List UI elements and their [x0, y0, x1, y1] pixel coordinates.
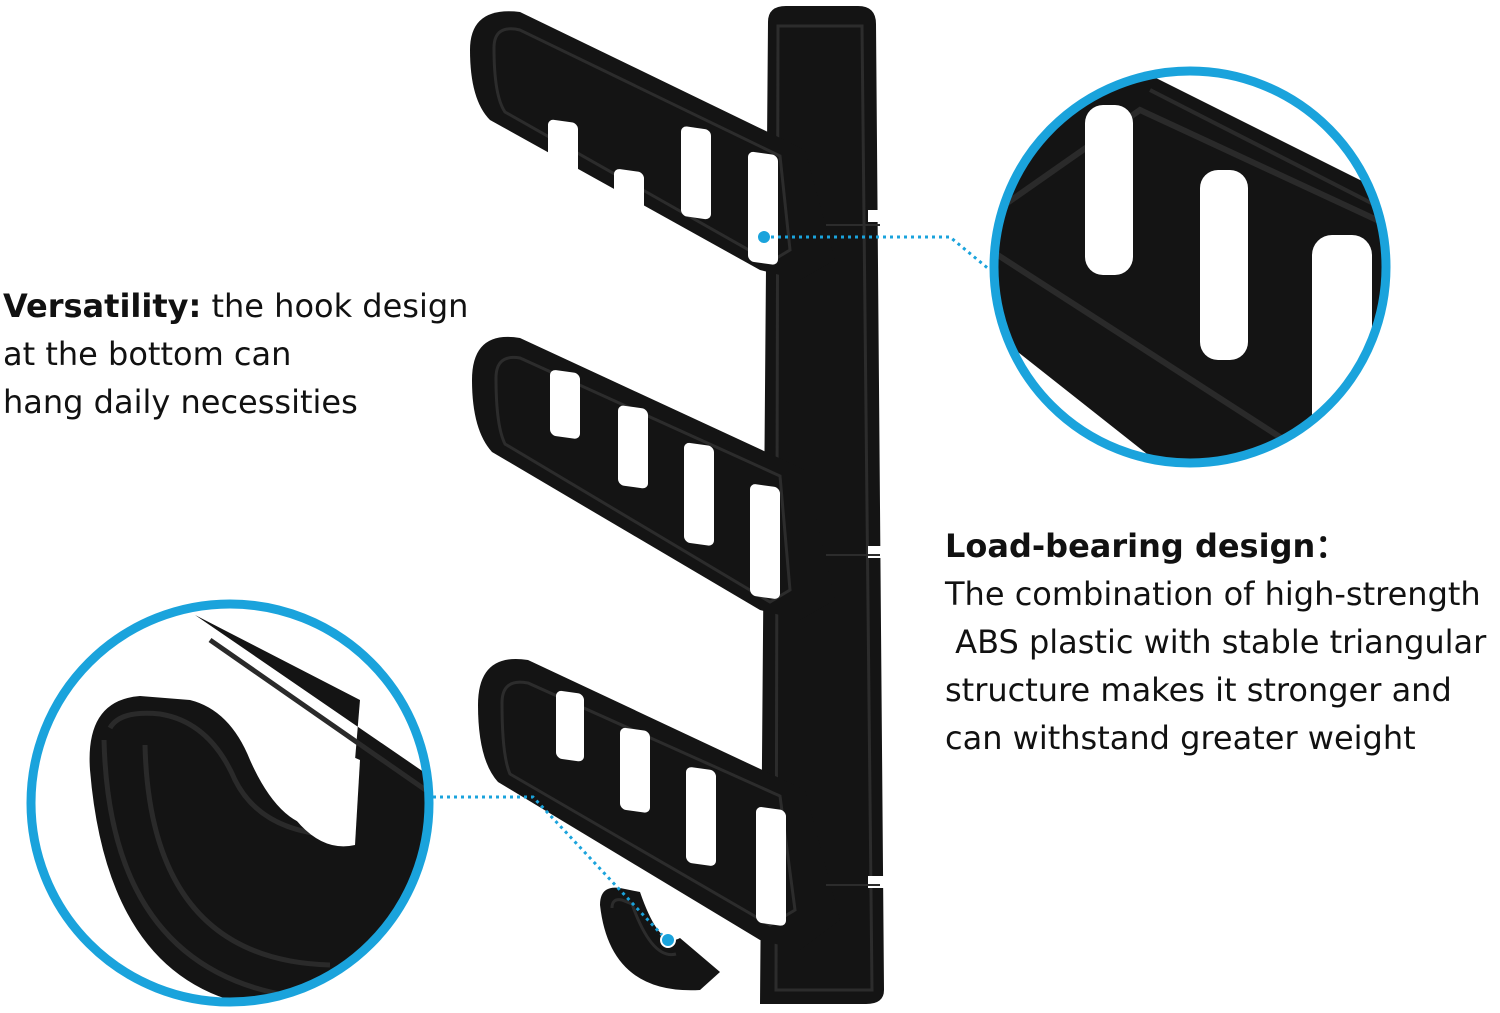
load-bearing-heading-text: Load-bearing design：	[945, 527, 1348, 565]
versatility-line-3: hang daily necessities	[3, 383, 358, 421]
load-bearing-callout: Load-bearing design： The combination of …	[945, 522, 1500, 762]
versatility-callout: Versatility: the hook design at the bott…	[3, 282, 523, 426]
callout-leader-left	[433, 795, 676, 948]
versatility-heading: Versatility:	[3, 287, 202, 325]
versatility-line-2: at the bottom can	[3, 335, 292, 373]
load-bearing-line-2: ABS plastic with stable triangular	[945, 623, 1487, 661]
versatility-line-1: Versatility: the hook design	[3, 282, 523, 330]
versatility-text-1: the hook design	[201, 287, 469, 325]
load-bearing-heading: Load-bearing design：	[945, 522, 1500, 570]
load-bearing-line-3: structure makes it stronger and	[945, 671, 1452, 709]
callout-leader-right	[756, 229, 991, 272]
hanger-organizer-illustration	[470, 6, 884, 1004]
load-bearing-line-4: can withstand greater weight	[945, 719, 1416, 757]
load-bearing-line-1: The combination of high-strength	[945, 575, 1481, 613]
slot-detail-zoom	[989, 66, 1391, 468]
hook-detail-zoom	[26, 599, 434, 1007]
